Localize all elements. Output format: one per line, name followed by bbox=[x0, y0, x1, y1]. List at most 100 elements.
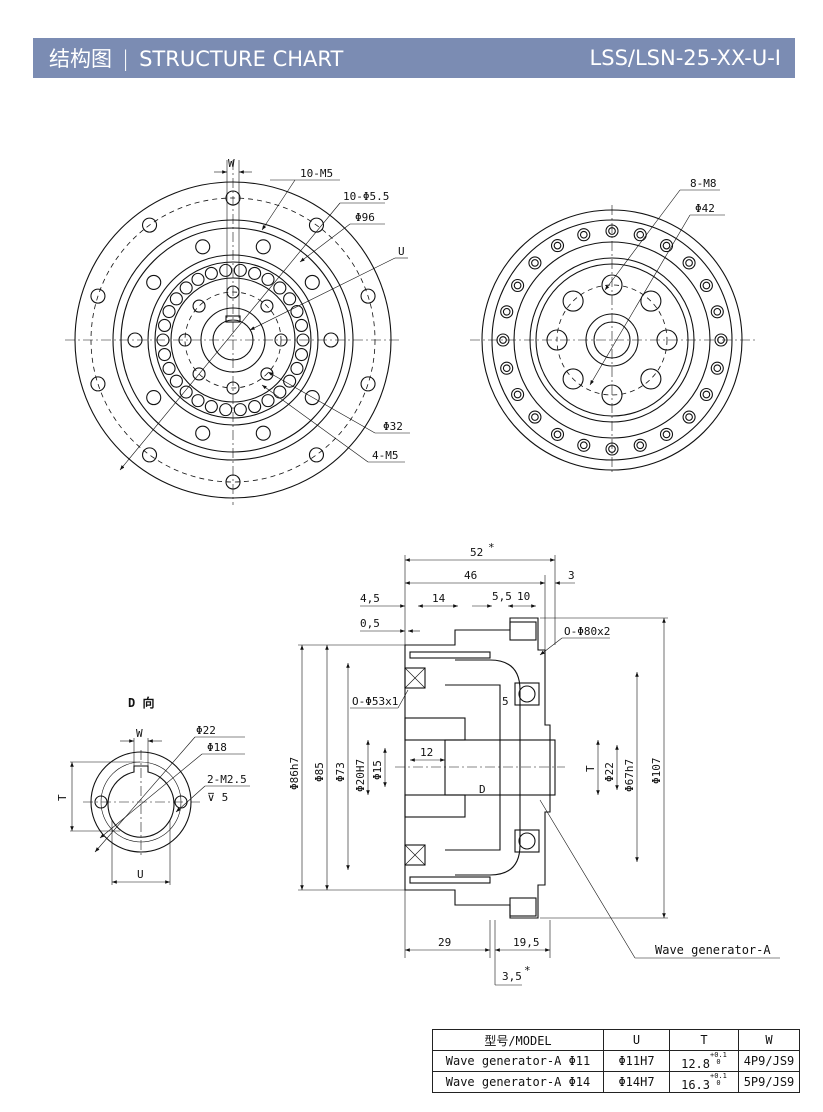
roller bbox=[233, 263, 247, 277]
dim-3-5-star: * bbox=[524, 964, 531, 977]
roller bbox=[204, 266, 218, 280]
cell-u: Φ14H7 bbox=[603, 1071, 670, 1093]
bolt-hole bbox=[304, 274, 320, 290]
hole bbox=[226, 381, 240, 395]
bolt-head bbox=[605, 442, 619, 456]
header-model: 型号/MODEL bbox=[432, 1029, 604, 1051]
dim-0-5: 0,5 bbox=[360, 617, 380, 630]
bolt-head bbox=[553, 241, 562, 250]
bolt-head bbox=[511, 387, 525, 402]
bolt-head bbox=[513, 281, 522, 290]
bolt-hole bbox=[141, 217, 158, 233]
header-u: U bbox=[603, 1029, 670, 1051]
bolt-head bbox=[499, 336, 507, 344]
fv-w-label: W bbox=[228, 157, 235, 170]
bolt-hole bbox=[146, 274, 162, 290]
dim-46: 46 bbox=[464, 569, 477, 582]
bolt-head bbox=[714, 333, 728, 347]
bolt-head bbox=[702, 390, 711, 399]
page-header: 结构图|STRUCTURE CHART LSS/LSN-25-XX-U-I bbox=[33, 38, 795, 78]
bolt-hole bbox=[195, 425, 211, 441]
thread-hole bbox=[601, 384, 623, 406]
dim-29: 29 bbox=[438, 936, 451, 949]
bolt-head bbox=[608, 445, 616, 453]
bolt-hole bbox=[323, 332, 339, 348]
hole bbox=[192, 367, 206, 381]
dim-5: 5 bbox=[502, 695, 509, 708]
table-header-row: 型号/MODEL U T W bbox=[432, 1029, 800, 1051]
d-view-title: D 向 bbox=[128, 695, 154, 710]
bolt-hole bbox=[308, 447, 325, 463]
roller bbox=[261, 394, 275, 408]
roller bbox=[294, 318, 309, 332]
dim-d73: Φ73 bbox=[334, 762, 347, 782]
hole bbox=[274, 333, 288, 347]
roller bbox=[290, 304, 304, 319]
d-view: D 向 Φ22 Φ18 2-M2.5 ⊽ 5 W T U bbox=[56, 695, 250, 885]
dim-d22: Φ22 bbox=[603, 762, 616, 782]
roller bbox=[283, 292, 297, 306]
thread-hole bbox=[546, 329, 568, 351]
roller bbox=[156, 333, 170, 347]
dim-19-5: 19,5 bbox=[513, 936, 540, 949]
bolt-head bbox=[511, 278, 525, 293]
fv-4m5-label: 4-M5 bbox=[372, 449, 399, 462]
bolt-hole bbox=[308, 217, 325, 233]
bolt-head bbox=[633, 438, 647, 452]
fv-10d55-label: 10-Φ5.5 bbox=[343, 190, 389, 203]
bolt-head bbox=[496, 333, 510, 347]
bolt-head bbox=[659, 239, 674, 253]
bolt-head bbox=[662, 241, 671, 250]
roller bbox=[157, 348, 172, 362]
oring-53-label: O-Φ53x1 bbox=[352, 695, 398, 708]
d-view-d22: Φ22 bbox=[196, 724, 216, 737]
roller bbox=[290, 361, 304, 376]
bolt-head bbox=[513, 390, 522, 399]
t-value: 16.3 bbox=[681, 1077, 711, 1092]
bolt-head bbox=[550, 427, 565, 441]
bolt-head bbox=[685, 259, 693, 267]
thread-hole bbox=[562, 368, 584, 390]
bolt-hole bbox=[225, 474, 241, 490]
bolt-head bbox=[662, 430, 671, 439]
dim-10: 10 bbox=[517, 590, 530, 603]
thread-hole bbox=[640, 368, 662, 390]
dim-d20: Φ20H7 bbox=[354, 759, 367, 792]
cell-model: Wave generator-A Φ14 bbox=[432, 1071, 604, 1093]
bolt-head bbox=[636, 441, 645, 450]
spec-table: 型号/MODEL U T W Wave generator-A Φ11 Φ11H… bbox=[432, 1029, 800, 1093]
roller bbox=[273, 281, 287, 295]
thread-hole bbox=[562, 290, 584, 312]
d-view-thread: 2-M2.5 bbox=[207, 773, 247, 786]
thread-hole bbox=[640, 290, 662, 312]
roller bbox=[273, 385, 287, 399]
dim-d15: Φ15 bbox=[371, 760, 384, 780]
bolt-head bbox=[699, 387, 713, 402]
section-view: 52 * 46 3 4,5 14 5,5 10 0,5 O-Φ80x2 O-Φ5… bbox=[288, 541, 780, 986]
bolt-head bbox=[636, 230, 645, 239]
roller bbox=[294, 348, 309, 362]
dim-3-5: 3,5 bbox=[502, 970, 522, 983]
bolt-head bbox=[528, 256, 542, 270]
bolt-head bbox=[633, 228, 647, 242]
bolt-hole bbox=[195, 239, 211, 255]
bolt-head bbox=[699, 278, 713, 293]
dim-52: 52 bbox=[470, 546, 483, 559]
fv-d32-label: Φ32 bbox=[383, 420, 403, 433]
roller bbox=[162, 304, 176, 319]
bolt-head bbox=[531, 413, 539, 421]
roller bbox=[219, 263, 233, 277]
dim-52-star: * bbox=[488, 541, 495, 554]
bolt-head bbox=[710, 305, 724, 319]
cell-w: 4P9/JS9 bbox=[738, 1050, 800, 1072]
bolt-head bbox=[713, 364, 722, 373]
roller bbox=[169, 292, 183, 306]
bolt-hole bbox=[141, 447, 158, 463]
dim-d67: Φ67h7 bbox=[623, 759, 636, 792]
bolt-head bbox=[579, 230, 588, 239]
bolt-head bbox=[502, 307, 511, 316]
bolt-head bbox=[713, 307, 722, 316]
